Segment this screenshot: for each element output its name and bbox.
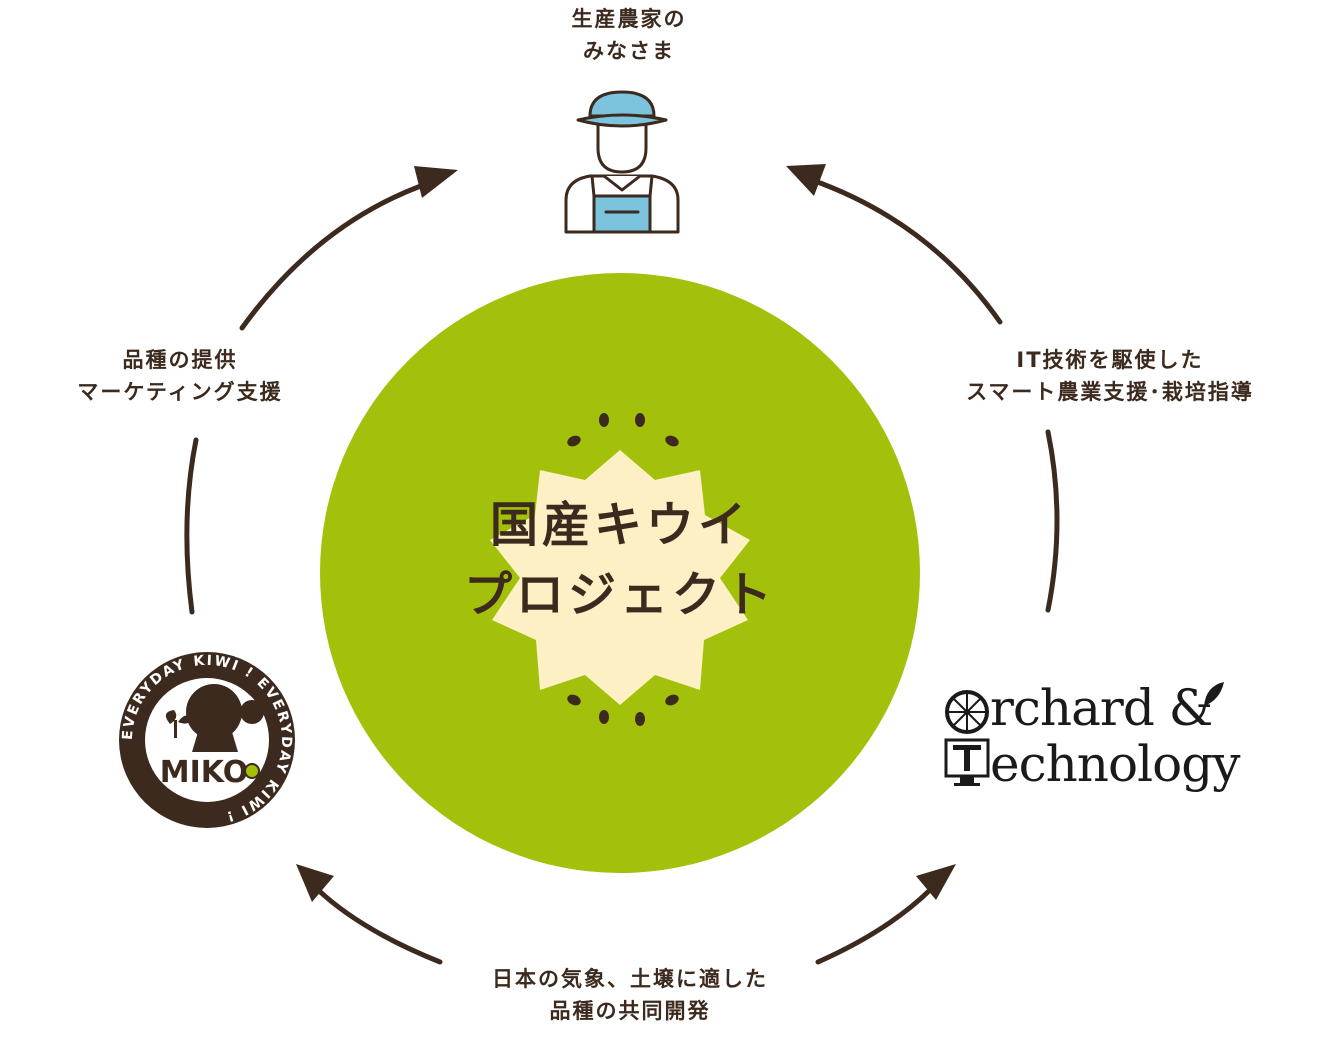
miko-kiwi-dot <box>244 763 260 779</box>
center-title-line1: 国産キウイ <box>489 497 750 553</box>
arc-right-segment <box>1045 429 1060 613</box>
miko-sprout-stem <box>174 720 177 738</box>
ot-wheel-icon <box>945 690 989 734</box>
bottom-relation-line1: 日本の気象、土壌に適した <box>492 967 768 991</box>
left-relation-line2: マーケティング支援 <box>77 380 283 404</box>
kiwi-core-burst <box>490 450 750 705</box>
ot-logo-line2: echnology <box>944 735 1240 793</box>
miko-head <box>186 684 242 740</box>
arrowhead-top-left <box>414 166 458 198</box>
bottom-relation-label: 日本の気象、土壌に適した 品種の共同開発 <box>420 963 840 1027</box>
arrow-right-to-farmers <box>809 177 1003 325</box>
seed <box>599 710 609 724</box>
miko-name: MIKO <box>160 755 248 790</box>
ot-monitor-icon <box>944 738 990 786</box>
seed <box>665 694 679 706</box>
seed <box>567 694 581 706</box>
miko-bun <box>240 700 264 724</box>
arrow-left-to-farmers <box>239 179 435 331</box>
farmer-hat-brim <box>576 113 668 128</box>
center-title-line2: プロジェクト <box>463 567 776 623</box>
ot-logo-line1: rchard & <box>944 680 1226 736</box>
arrowhead-bottom-left <box>296 864 334 902</box>
farmer-strap-left <box>590 174 596 198</box>
farmer-strap-right <box>648 174 654 198</box>
right-relation-line1: IT技術を駆使した <box>1016 348 1204 372</box>
ot-logo-line1-text: rchard & <box>990 679 1213 737</box>
bottom-relation-line2: 品種の共同開発 <box>549 999 711 1023</box>
cycle-arrows <box>184 177 1060 965</box>
arrow-heads <box>296 164 956 902</box>
miko-logo: EVERYDAY KIWI ! EVERYDAY KIWI ! MIKO <box>119 652 295 828</box>
miko-sprout-leaf-right <box>178 715 194 724</box>
orchard-technology-logo: rchard & echnology <box>944 680 1294 800</box>
miko-neck <box>192 732 238 752</box>
arrow-bottom-to-miko <box>313 885 443 965</box>
miko-sprout-leaf-left <box>165 710 177 724</box>
seed <box>665 435 679 447</box>
farmer-icon <box>564 90 680 234</box>
miko-sprout <box>165 710 194 738</box>
right-relation-line2: スマート農業支援･栽培指導 <box>966 380 1254 404</box>
miko-silhouette <box>186 684 264 752</box>
center-title: 国産キウイ プロジェクト <box>420 490 820 630</box>
seed <box>567 435 581 447</box>
seed <box>635 712 645 726</box>
farmers-label: 生産農家の みなさま <box>509 3 749 67</box>
arrowhead-top-right <box>786 164 826 196</box>
ot-leaf-icon <box>1204 682 1225 706</box>
farmers-label-line2: みなさま <box>583 39 675 63</box>
left-relation-label: 品種の提供 マーケティング支援 <box>30 344 330 408</box>
arc-left-segment <box>184 437 199 615</box>
seed <box>635 413 645 427</box>
arrow-bottom-to-ot <box>815 885 935 965</box>
seed <box>599 413 609 427</box>
farmer-hat-crown <box>588 90 656 118</box>
arrowhead-bottom-right <box>916 864 956 900</box>
right-relation-label: IT技術を駆使した スマート農業支援･栽培指導 <box>920 344 1300 408</box>
farmer-face <box>596 122 648 174</box>
farmers-label-line1: 生産農家の <box>571 7 687 31</box>
farmer-collar <box>602 174 642 192</box>
left-relation-line1: 品種の提供 <box>122 348 238 372</box>
farmer-overalls <box>592 194 652 234</box>
ot-logo-line2-text: echnology <box>990 735 1240 793</box>
kiwi-seeds <box>567 413 679 726</box>
